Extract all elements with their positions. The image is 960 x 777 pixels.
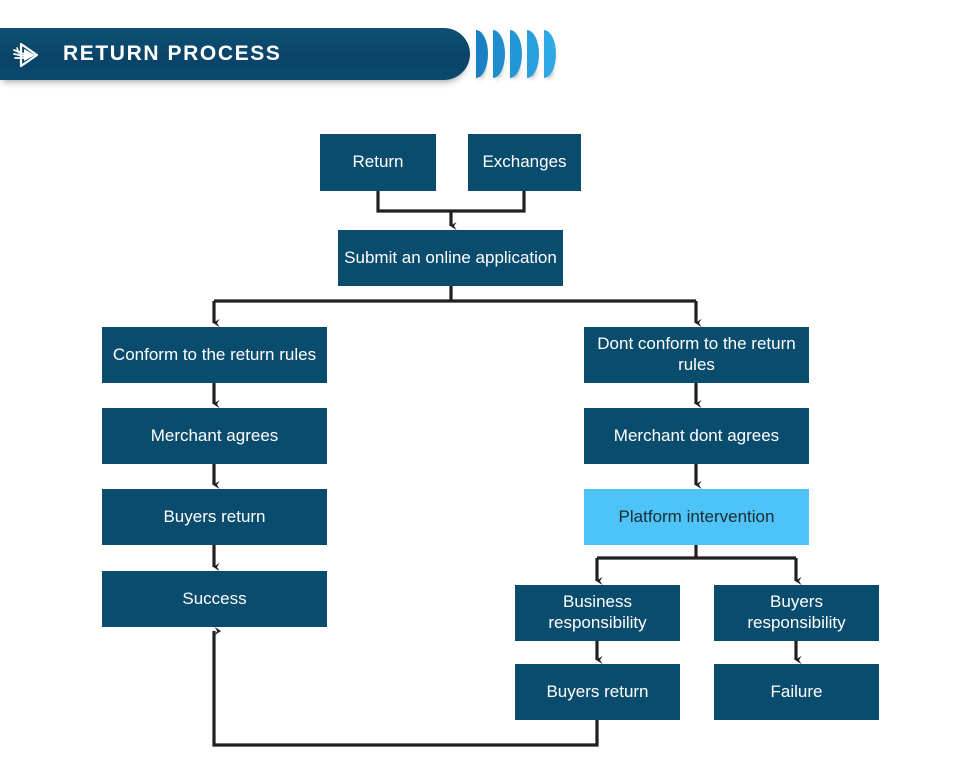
node-label: Success (182, 588, 247, 608)
node-business-responsibility[interactable]: Business responsibility (515, 585, 680, 641)
node-failure[interactable]: Failure (714, 664, 879, 720)
node-platform-intervention[interactable]: Platform intervention (584, 489, 809, 545)
decor-bar-4 (527, 30, 539, 78)
node-label: Merchant dont agrees (613, 425, 780, 445)
node-conform-return-rules[interactable]: Conform to the return rules (102, 327, 327, 383)
node-exchanges[interactable]: Exchanges (468, 134, 581, 191)
decor-bar-3 (510, 30, 522, 78)
node-label: Dont conform to the return rules (597, 334, 796, 374)
node-label: Buyers responsibility (747, 592, 846, 632)
node-label: Failure (770, 681, 823, 701)
decor-bar-1 (476, 30, 488, 78)
node-label: Business responsibility (548, 592, 647, 632)
node-dont-conform-return-rules[interactable]: Dont conform to the return rules (584, 327, 809, 383)
edge-return-exchanges-merge (376, 191, 526, 213)
node-label: Return (352, 152, 404, 172)
node-label: Buyers return (163, 506, 266, 526)
node-label: Merchant agrees (150, 425, 279, 445)
node-buyers-return[interactable]: Buyers return (102, 489, 327, 545)
node-buyers-responsibility[interactable]: Buyers responsibility (714, 585, 879, 641)
page-title: RETURN PROCESS (63, 42, 282, 65)
decor-bar-5 (544, 30, 556, 78)
node-submit-online-application[interactable]: Submit an online application (338, 230, 563, 286)
decor-bar-2 (493, 30, 505, 78)
node-success[interactable]: Success (102, 571, 327, 627)
node-label: Exchanges (482, 152, 567, 172)
node-label: Submit an online application (344, 247, 557, 267)
header-bar (0, 28, 470, 80)
node-label: Buyers return (546, 681, 649, 701)
header-decoration (476, 30, 562, 80)
node-return[interactable]: Return (320, 134, 436, 191)
node-label: Platform intervention (618, 506, 775, 526)
page-header: RETURN PROCESS (0, 28, 470, 80)
node-buyers-return-2[interactable]: Buyers return (515, 664, 680, 720)
play-triangle-icon (12, 40, 42, 70)
node-merchant-dont-agrees[interactable]: Merchant dont agrees (584, 408, 809, 464)
node-merchant-agrees[interactable]: Merchant agrees (102, 408, 327, 464)
node-label: Conform to the return rules (112, 344, 317, 364)
